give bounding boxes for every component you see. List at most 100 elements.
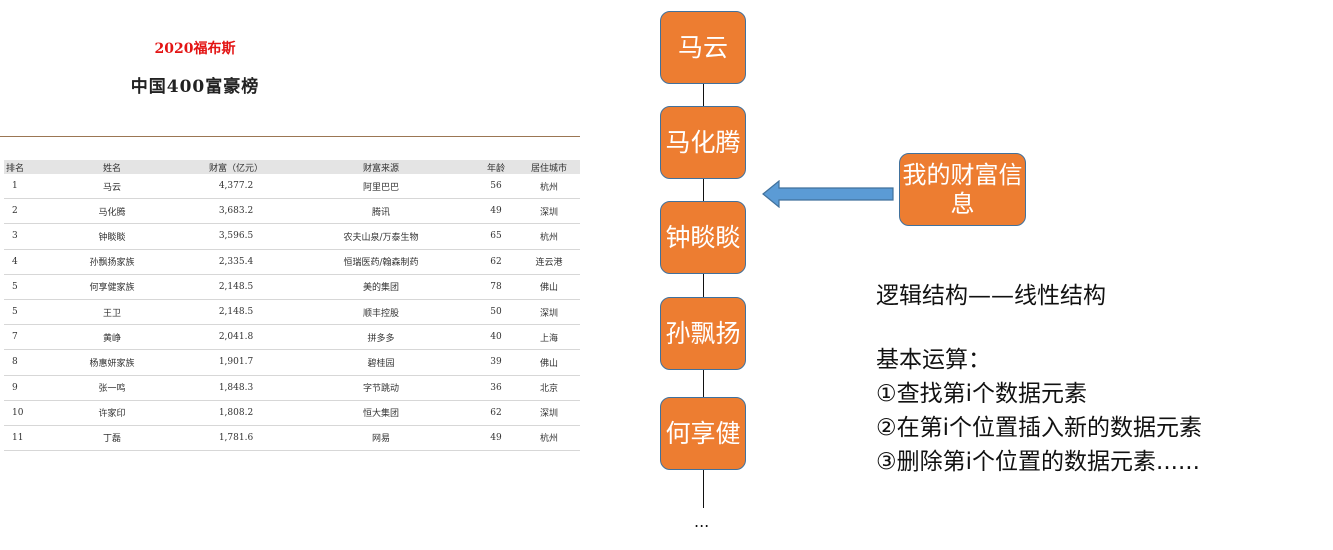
header-rank: 排名 xyxy=(4,160,40,174)
table-row: 3 钟睒睒 3,596.5 农夫山泉/万泰生物 65 杭州 xyxy=(4,223,580,250)
header-source: 财富来源 xyxy=(288,160,474,174)
cell-name: 马化腾 xyxy=(40,198,184,225)
cell-source: 拼多多 xyxy=(288,324,474,351)
cell-city: 佛山 xyxy=(518,274,580,300)
cell-wealth: 1,901.7 xyxy=(184,349,288,376)
chain-line xyxy=(703,80,704,508)
table-row: 5 王卫 2,148.5 顺丰控股 50 深圳 xyxy=(4,299,580,326)
cell-name: 马云 xyxy=(40,174,184,200)
cell-rank: 11 xyxy=(4,425,40,452)
cell-rank: 5 xyxy=(4,274,40,300)
cell-rank: 10 xyxy=(4,400,40,426)
cell-age: 62 xyxy=(474,400,518,426)
cell-wealth: 1,808.2 xyxy=(184,400,288,426)
table-row: 4 孙飘扬家族 2,335.4 恒瑞医药/翰森制药 62 连云港 xyxy=(4,249,580,275)
table-row: 8 杨惠妍家族 1,901.7 碧桂园 39 佛山 xyxy=(4,349,580,376)
chain-node: 何享健 xyxy=(660,397,746,470)
operation-insert: ②在第i个位置插入新的数据元素 xyxy=(876,415,1203,441)
cell-name: 黄峥 xyxy=(40,324,184,351)
chain-ellipsis: ... xyxy=(694,512,710,531)
cell-age: 40 xyxy=(474,324,518,351)
cell-age: 50 xyxy=(474,299,518,326)
table-row: 7 黄峥 2,041.8 拼多多 40 上海 xyxy=(4,324,580,351)
cell-rank: 8 xyxy=(4,349,40,376)
cell-source: 农夫山泉/万泰生物 xyxy=(288,223,474,250)
cell-name: 许家印 xyxy=(40,400,184,426)
table-row: 5 何享健家族 2,148.5 美的集团 78 佛山 xyxy=(4,274,580,300)
cell-city: 连云港 xyxy=(518,249,580,275)
cell-name: 杨惠妍家族 xyxy=(40,349,184,376)
cell-source: 顺丰控股 xyxy=(288,299,474,326)
cell-source: 恒瑞医药/翰森制药 xyxy=(288,249,474,275)
my-wealth-box: 我的财富信息 xyxy=(899,153,1026,226)
cell-wealth: 1,848.3 xyxy=(184,375,288,401)
left-arrow-icon xyxy=(762,180,894,208)
chain-node: 孙飘扬 xyxy=(660,297,746,370)
cell-wealth: 3,683.2 xyxy=(184,198,288,225)
cell-city: 佛山 xyxy=(518,349,580,376)
operations-title: 基本运算： xyxy=(876,347,991,373)
structure-text: 逻辑结构——线性结构 xyxy=(876,283,1106,309)
cell-city: 上海 xyxy=(518,324,580,351)
cell-age: 49 xyxy=(474,425,518,452)
document-subtitle: 2020福布斯 xyxy=(154,41,236,57)
cell-rank: 5 xyxy=(4,299,40,326)
cell-rank: 1 xyxy=(4,174,40,200)
cell-name: 孙飘扬家族 xyxy=(40,249,184,275)
rich-list-table: 排名 姓名 财富（亿元） 财富来源 年龄 居住城市 1 马云 4,377.2 阿… xyxy=(4,160,580,452)
cell-age: 56 xyxy=(474,174,518,200)
cell-wealth: 4,377.2 xyxy=(184,174,288,200)
cell-city: 深圳 xyxy=(518,400,580,426)
cell-age: 62 xyxy=(474,249,518,275)
cell-rank: 9 xyxy=(4,375,40,401)
header-name: 姓名 xyxy=(40,160,184,174)
chain-node: 马云 xyxy=(660,11,746,84)
cell-source: 网易 xyxy=(288,425,474,452)
chain-node: 钟睒睒 xyxy=(660,201,746,274)
cell-rank: 2 xyxy=(4,198,40,225)
header-age: 年龄 xyxy=(474,160,518,174)
table-row: 10 许家印 1,808.2 恒大集团 62 深圳 xyxy=(4,400,580,426)
cell-city: 北京 xyxy=(518,375,580,401)
table-row: 2 马化腾 3,683.2 腾讯 49 深圳 xyxy=(4,198,580,225)
cell-city: 杭州 xyxy=(518,425,580,452)
cell-source: 恒大集团 xyxy=(288,400,474,426)
cell-source: 美的集团 xyxy=(288,274,474,300)
table-row: 11 丁磊 1,781.6 网易 49 杭州 xyxy=(4,425,580,452)
cell-source: 字节跳动 xyxy=(288,375,474,401)
cell-source: 阿里巴巴 xyxy=(288,174,474,200)
cell-age: 36 xyxy=(474,375,518,401)
cell-age: 49 xyxy=(474,198,518,225)
cell-name: 张一鸣 xyxy=(40,375,184,401)
cell-name: 钟睒睒 xyxy=(40,223,184,250)
cell-name: 王卫 xyxy=(40,299,184,326)
document-divider xyxy=(0,136,580,137)
table-row: 1 马云 4,377.2 阿里巴巴 56 杭州 xyxy=(4,174,580,200)
cell-wealth: 1,781.6 xyxy=(184,425,288,452)
cell-city: 杭州 xyxy=(518,174,580,200)
table-header-row: 排名 姓名 财富（亿元） 财富来源 年龄 居住城市 xyxy=(4,160,580,174)
cell-rank: 4 xyxy=(4,249,40,275)
operation-find: ①查找第i个数据元素 xyxy=(876,381,1088,407)
document-title: 中国400富豪榜 xyxy=(130,77,260,97)
cell-name: 丁磊 xyxy=(40,425,184,452)
cell-source: 腾讯 xyxy=(288,198,474,225)
table-row: 9 张一鸣 1,848.3 字节跳动 36 北京 xyxy=(4,375,580,401)
cell-age: 39 xyxy=(474,349,518,376)
cell-name: 何享健家族 xyxy=(40,274,184,300)
cell-wealth: 2,148.5 xyxy=(184,274,288,300)
header-wealth: 财富（亿元） xyxy=(184,160,288,174)
cell-rank: 3 xyxy=(4,223,40,250)
header-city: 居住城市 xyxy=(518,160,580,174)
cell-city: 深圳 xyxy=(518,198,580,225)
cell-age: 65 xyxy=(474,223,518,250)
cell-city: 深圳 xyxy=(518,299,580,326)
cell-age: 78 xyxy=(474,274,518,300)
cell-wealth: 2,041.8 xyxy=(184,324,288,351)
cell-wealth: 2,335.4 xyxy=(184,249,288,275)
cell-wealth: 2,148.5 xyxy=(184,299,288,326)
chain-node: 马化腾 xyxy=(660,106,746,179)
operation-delete: ③删除第i个位置的数据元素...... xyxy=(876,449,1200,475)
cell-wealth: 3,596.5 xyxy=(184,223,288,250)
cell-source: 碧桂园 xyxy=(288,349,474,376)
